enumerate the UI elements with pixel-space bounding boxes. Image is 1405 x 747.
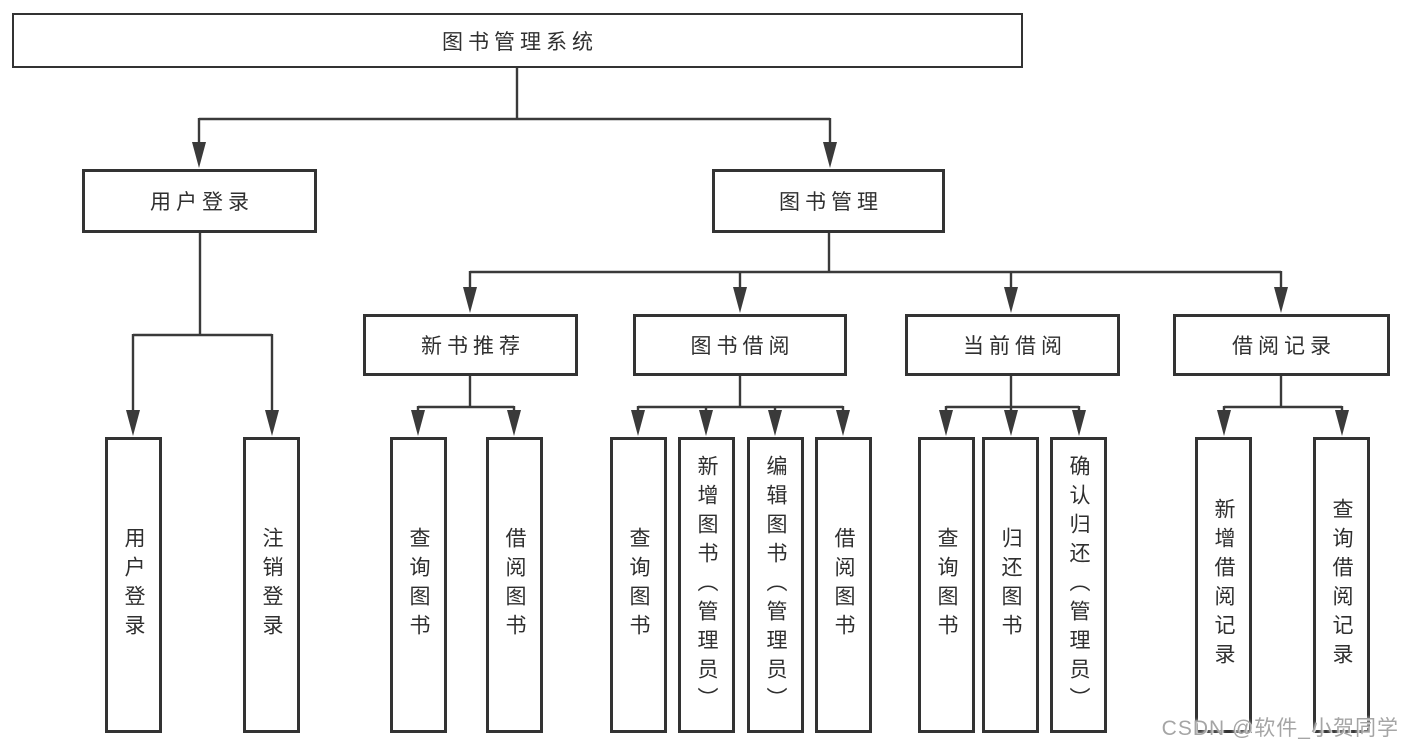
node-current-borrow-label: 当前借阅 <box>963 335 1067 358</box>
arrowheads <box>126 142 1349 436</box>
node-logout-action-label: 注销登录 <box>260 527 283 643</box>
csdn-watermark: CSDN @软件_小贺同学 <box>1161 717 1399 740</box>
node-query-books-recommend-label: 查询图书 <box>407 527 430 643</box>
node-book-management: 图书管理 <box>712 169 945 233</box>
node-add-books-admin-label: 新增图书（管理员） <box>695 454 718 716</box>
node-query-borrow-record-label: 查询借阅记录 <box>1330 498 1353 672</box>
node-root-system: 图书管理系统 <box>12 13 1023 68</box>
node-book-borrow-label: 图书借阅 <box>690 335 795 358</box>
node-query-books-borrow: 查询图书 <box>610 437 667 733</box>
node-borrow-books-recommend-label: 借阅图书 <box>503 527 526 643</box>
node-add-borrow-record-label: 新增借阅记录 <box>1212 498 1235 672</box>
node-confirm-return-admin: 确认归还（管理员） <box>1050 437 1107 733</box>
node-borrow-record: 借阅记录 <box>1173 314 1390 376</box>
node-new-book-recommend-label: 新书推荐 <box>421 335 525 358</box>
node-new-book-recommend: 新书推荐 <box>363 314 578 376</box>
node-user-login-action-label: 用户登录 <box>122 527 145 643</box>
node-root-system-label: 图书管理系统 <box>442 30 598 54</box>
node-query-books-current-label: 查询图书 <box>935 527 958 643</box>
node-confirm-return-admin-label: 确认归还（管理员） <box>1067 454 1090 716</box>
node-query-borrow-record: 查询借阅记录 <box>1313 437 1370 733</box>
node-add-books-admin: 新增图书（管理员） <box>678 437 735 733</box>
node-return-books-label: 归还图书 <box>999 527 1022 643</box>
node-logout-action: 注销登录 <box>243 437 300 733</box>
node-borrow-books-recommend: 借阅图书 <box>486 437 543 733</box>
node-query-books-current: 查询图书 <box>918 437 975 733</box>
node-user-login-label: 用户登录 <box>150 191 254 214</box>
node-query-books-recommend: 查询图书 <box>390 437 447 733</box>
node-edit-books-admin-label: 编辑图书（管理员） <box>764 454 787 716</box>
node-book-borrow: 图书借阅 <box>633 314 847 376</box>
node-user-login-action: 用户登录 <box>105 437 162 733</box>
node-borrow-books: 借阅图书 <box>815 437 872 733</box>
node-edit-books-admin: 编辑图书（管理员） <box>747 437 804 733</box>
node-add-borrow-record: 新增借阅记录 <box>1195 437 1252 733</box>
node-query-books-borrow-label: 查询图书 <box>627 527 650 643</box>
node-book-management-label: 图书管理 <box>779 191 883 214</box>
node-return-books: 归还图书 <box>982 437 1039 733</box>
node-user-login: 用户登录 <box>82 169 317 233</box>
node-borrow-record-label: 借阅记录 <box>1232 335 1336 358</box>
node-borrow-books-label: 借阅图书 <box>832 527 855 643</box>
node-current-borrow: 当前借阅 <box>905 314 1120 376</box>
